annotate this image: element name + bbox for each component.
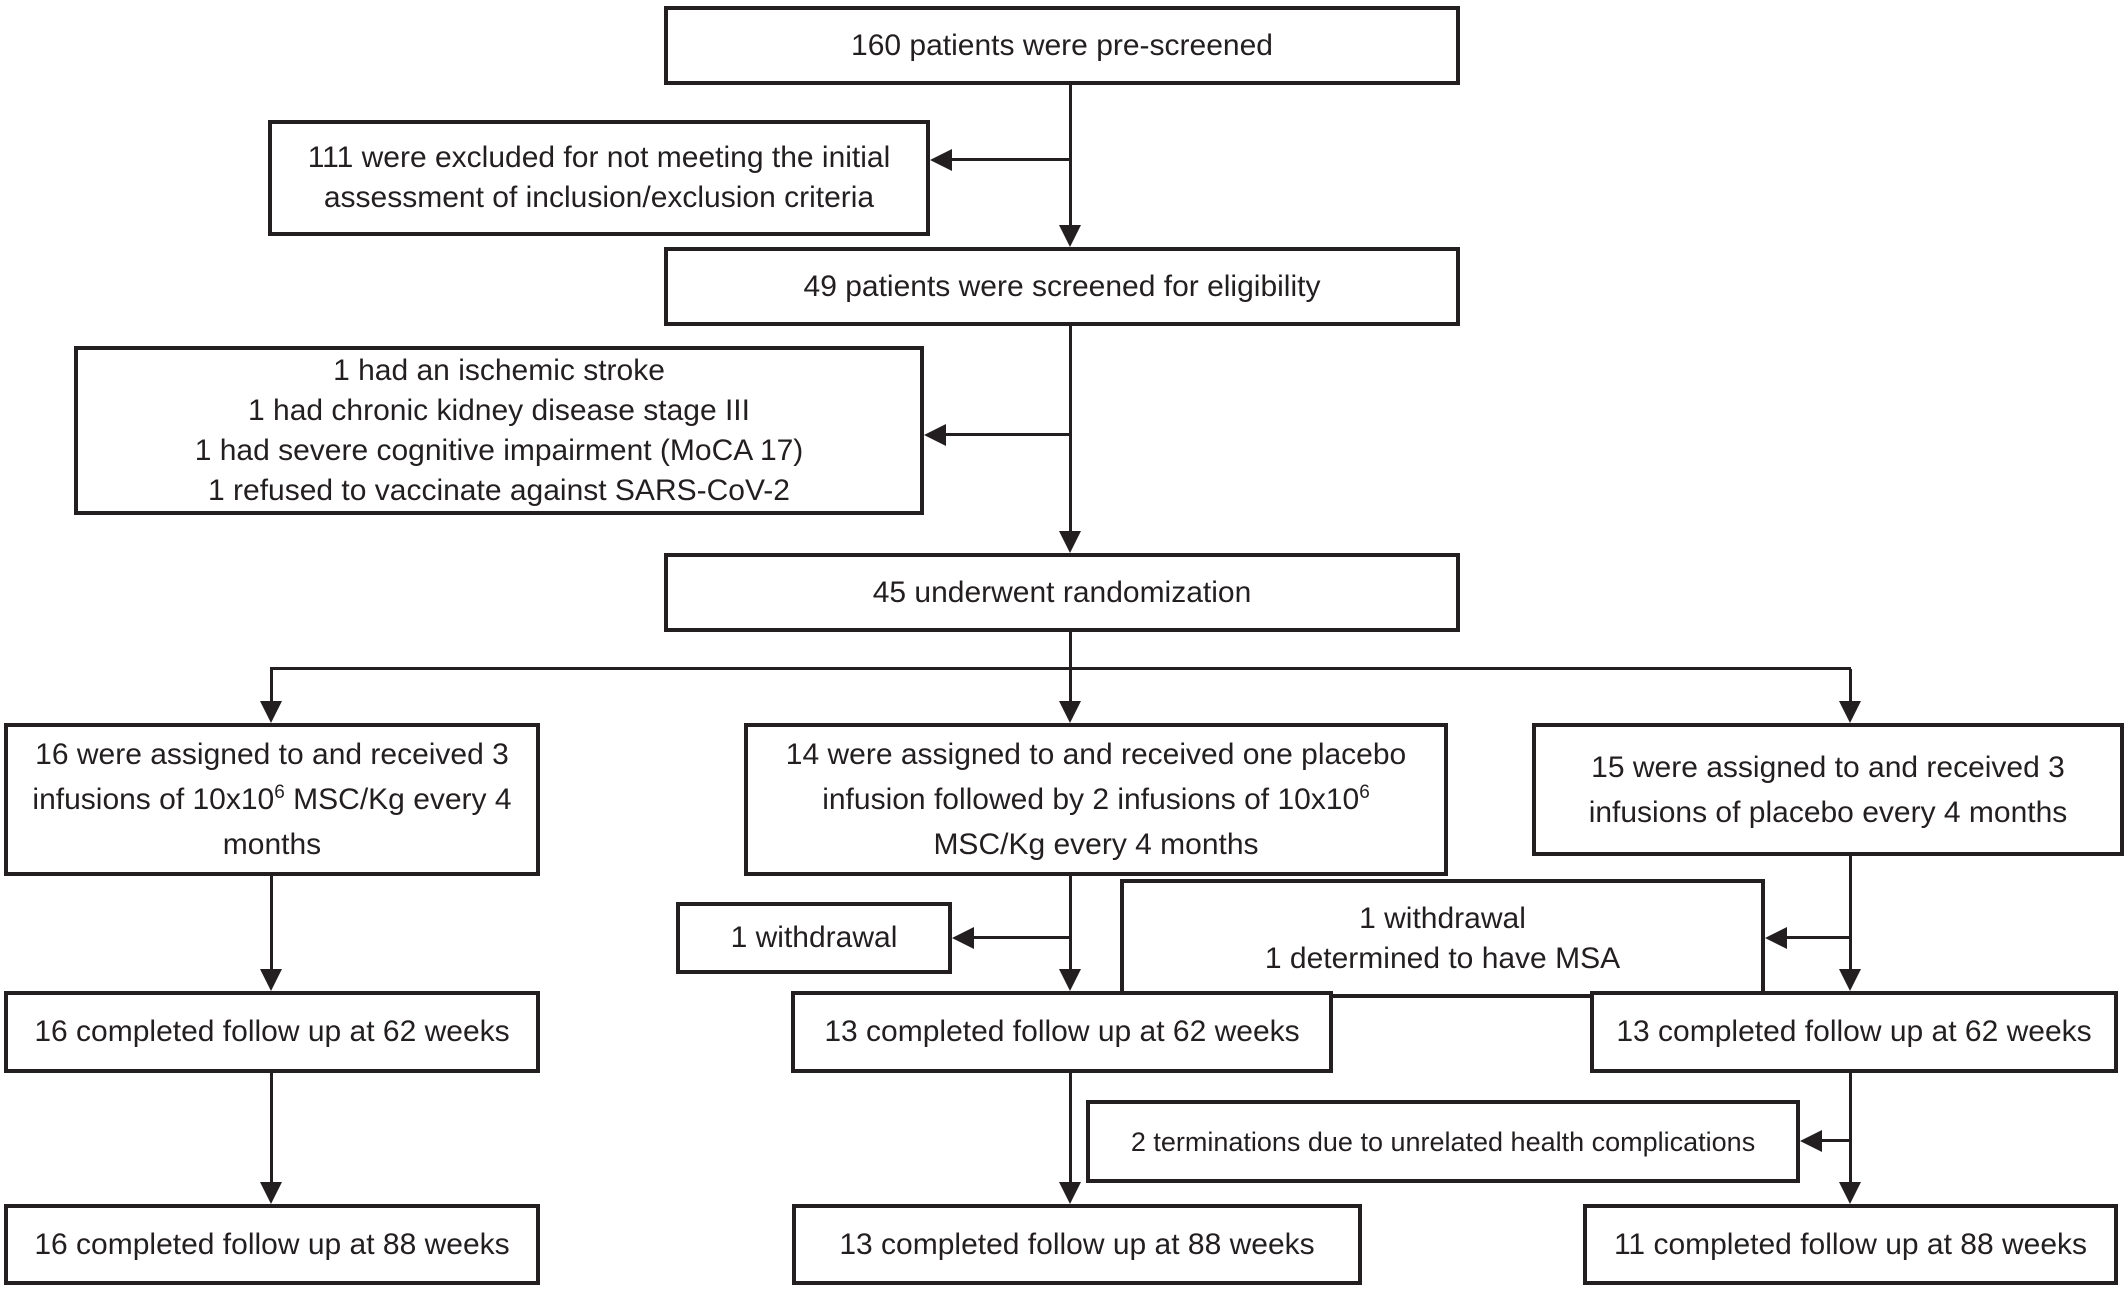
box-arm-placebo-msc-line3: MSC/Kg every 4 months	[933, 828, 1259, 861]
box-prescreened-text: 160 patients were pre-screened	[851, 28, 1273, 62]
box-arm-placebo-msc-line2-pre: infusion followed by 2 infusions of 10x1…	[822, 783, 1360, 816]
box-fu62-right: 13 completed follow up at 62 weeks	[1590, 991, 2118, 1073]
arrowhead-into-terminations	[1800, 1130, 1822, 1152]
arrowhead-into-fu62-mid	[1059, 969, 1081, 991]
line-to-excluded-initial	[950, 158, 1070, 161]
line-screened-to-randomized	[1069, 326, 1072, 532]
box-excluded-initial-line2: assessment of inclusion/exclusion criter…	[323, 181, 875, 214]
box-excluded-initial: 111 were excluded for not meeting the in…	[268, 120, 930, 236]
arrowhead-into-arm-msc	[260, 701, 282, 723]
box-arm-msc-line2: infusions of 10x106 MSC/Kg every 4	[32, 777, 511, 822]
box-fu62-left-text: 16 completed follow up at 62 weeks	[34, 1015, 510, 1048]
box-fu88-right-text: 11 completed follow up at 88 weeks	[1613, 1227, 2088, 1261]
box-excluded-screening: 1 had an ischemic stroke 1 had chronic k…	[74, 346, 924, 515]
box-arm-placebo: 15 were assigned to and received 3 infus…	[1532, 723, 2124, 856]
line-split-to-arm-placebo	[1849, 669, 1852, 703]
arrowhead-into-withdrawal-right	[1765, 927, 1787, 949]
box-fu62-right-text: 13 completed follow up at 62 weeks	[1616, 1015, 2092, 1048]
arrowhead-into-fu62-right	[1839, 969, 1861, 991]
box-arm-placebo-line2: infusions of placebo every 4 months	[1588, 795, 2068, 829]
box-arm-msc-line1: 16 were assigned to and received 3	[35, 738, 509, 771]
line-fu62-to-fu88-mid	[1069, 1073, 1072, 1184]
line-fu62-to-fu88-left	[270, 1073, 273, 1184]
box-arm-placebo-msc-line2: infusion followed by 2 infusions of 10x1…	[822, 777, 1370, 822]
box-arm-msc-line2-post: MSC/Kg every 4	[284, 783, 512, 816]
line-split-to-arm-placebo-msc	[1069, 669, 1072, 703]
arrowhead-into-withdrawal-mid	[952, 927, 974, 949]
box-terminations: 2 terminations due to unrelated health c…	[1086, 1100, 1800, 1183]
box-excluded-initial-line1: 111 were excluded for not meeting the in…	[307, 141, 891, 174]
box-arm-placebo-msc-line1: 14 were assigned to and received one pla…	[785, 738, 1407, 771]
box-arm-placebo-msc: 14 were assigned to and received one pla…	[744, 723, 1448, 876]
arrowhead-into-excluded-screening	[924, 424, 946, 446]
arrowhead-into-arm-placebo	[1839, 701, 1861, 723]
box-arm-placebo-msc-line2-sup: 6	[1359, 782, 1370, 803]
box-withdrawal-right-line1: 1 withdrawal	[1359, 901, 1526, 935]
line-split-to-arm-msc	[270, 669, 273, 703]
box-excluded-screening-line1: 1 had an ischemic stroke	[333, 353, 665, 387]
line-fu62-to-fu88-right	[1849, 1073, 1852, 1184]
box-excluded-screening-line4: 1 refused to vaccinate against SARS-CoV-…	[208, 473, 790, 507]
arrowhead-into-fu62-left	[260, 969, 282, 991]
line-arm-placebo-to-fu62	[1849, 856, 1852, 971]
box-screened-text: 49 patients were screened for eligibilit…	[803, 269, 1321, 303]
box-fu62-mid: 13 completed follow up at 62 weeks	[791, 991, 1333, 1073]
box-fu62-left: 16 completed follow up at 62 weeks	[4, 991, 540, 1073]
box-withdrawal-mid: 1 withdrawal	[676, 902, 952, 974]
line-to-excluded-screening	[944, 433, 1070, 436]
box-arm-msc-line2-pre: infusions of 10x10	[32, 783, 275, 816]
line-arm-msc-to-fu62	[270, 876, 273, 971]
box-excluded-screening-line3: 1 had severe cognitive impairment (MoCA …	[194, 433, 804, 467]
box-excluded-screening-line2: 1 had chronic kidney disease stage III	[248, 393, 750, 427]
line-prescreened-to-screened	[1069, 85, 1072, 227]
box-arm-msc-line2-sup: 6	[274, 782, 285, 803]
arrowhead-into-randomized	[1059, 531, 1081, 553]
arrowhead-into-excluded-initial	[930, 149, 952, 171]
arrowhead-into-fu88-right	[1839, 1182, 1861, 1204]
line-to-withdrawal-right	[1785, 936, 1850, 939]
box-arm-msc-line3: months	[222, 828, 322, 861]
box-terminations-text: 2 terminations due to unrelated health c…	[1130, 1126, 1756, 1157]
line-arm-placebo-msc-to-fu62	[1069, 876, 1072, 971]
arrowhead-into-fu88-left	[260, 1182, 282, 1204]
box-arm-placebo-line1: 15 were assigned to and received 3	[1591, 750, 2065, 784]
box-withdrawal-right-line2: 1 determined to have MSA	[1264, 941, 1621, 975]
box-screened: 49 patients were screened for eligibilit…	[664, 247, 1460, 326]
line-to-terminations	[1820, 1139, 1850, 1142]
box-randomized: 45 underwent randomization	[664, 553, 1460, 632]
box-withdrawal-right: 1 withdrawal 1 determined to have MSA	[1120, 879, 1765, 998]
box-prescreened: 160 patients were pre-screened	[664, 6, 1460, 85]
arrowhead-into-arm-placebo-msc	[1059, 701, 1081, 723]
box-fu88-right: 11 completed follow up at 88 weeks	[1583, 1204, 2118, 1285]
box-fu88-left: 16 completed follow up at 88 weeks	[4, 1204, 540, 1285]
line-randomized-to-split	[1069, 632, 1072, 670]
box-arm-msc: 16 were assigned to and received 3 infus…	[4, 723, 540, 876]
line-to-withdrawal-mid	[972, 936, 1070, 939]
box-randomized-text: 45 underwent randomization	[872, 575, 1252, 609]
box-fu88-left-text: 16 completed follow up at 88 weeks	[34, 1227, 510, 1261]
box-fu62-mid-text: 13 completed follow up at 62 weeks	[824, 1015, 1300, 1048]
arrowhead-into-fu88-mid	[1059, 1182, 1081, 1204]
box-fu88-mid-text: 13 completed follow up at 88 weeks	[839, 1227, 1315, 1261]
arrowhead-into-screened	[1059, 225, 1081, 247]
box-withdrawal-mid-text: 1 withdrawal	[730, 921, 898, 954]
box-fu88-mid: 13 completed follow up at 88 weeks	[792, 1204, 1362, 1285]
line-randomization-split-bar	[270, 667, 1851, 670]
